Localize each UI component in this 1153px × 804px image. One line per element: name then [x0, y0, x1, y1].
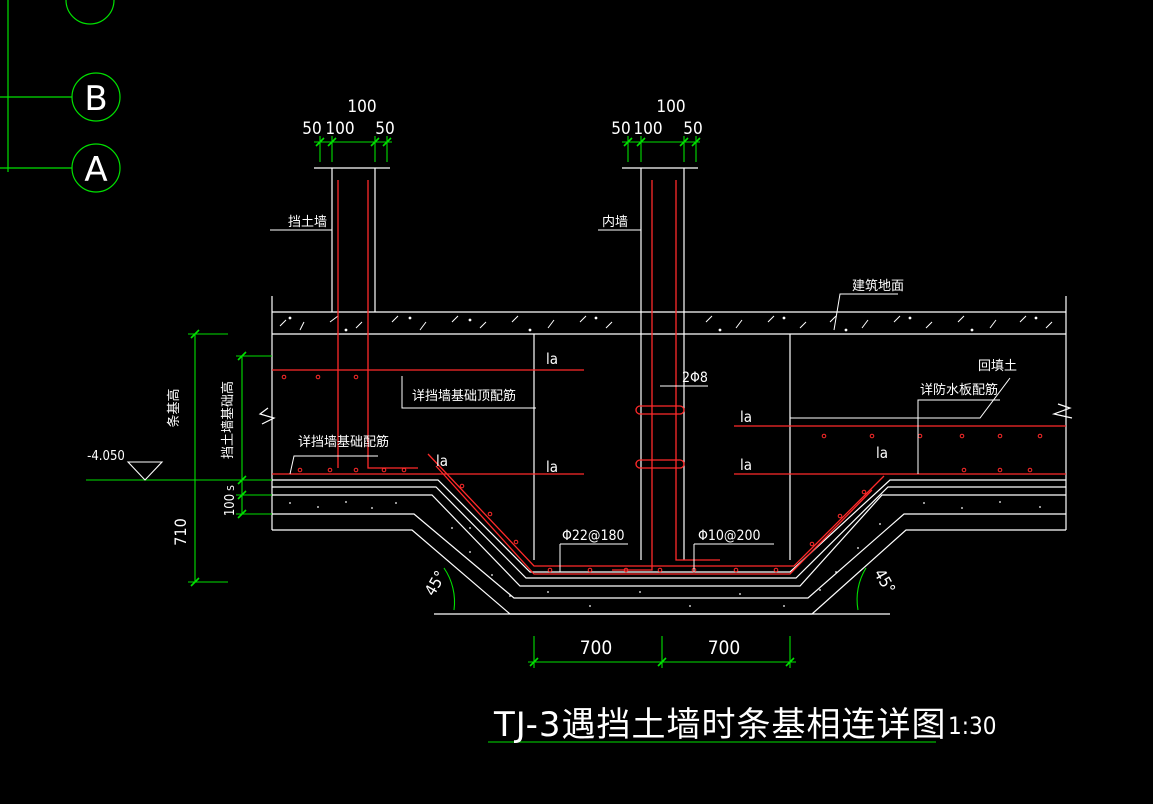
- angle-left: 45°: [421, 567, 450, 599]
- dimension-ticks: [190, 137, 795, 667]
- label-retaining-wall: 挡土墙: [288, 215, 327, 230]
- label-la-4: la: [740, 408, 752, 426]
- dim-right-total: 100: [656, 97, 685, 117]
- concrete-outline: [258, 167, 1073, 615]
- dim-s: S: [226, 485, 237, 491]
- label-phi22: Φ22@180: [562, 528, 625, 544]
- dim-left-total: 100: [347, 97, 376, 117]
- dim-wall-base-height: 挡土墙基础高: [220, 381, 236, 459]
- dim-left-part-2: 100: [325, 119, 354, 139]
- dim-tiao-height: 条基高: [166, 388, 182, 427]
- slab-hatch: [279, 315, 1053, 332]
- level-value: -4.050: [87, 449, 125, 464]
- grid-axes: [0, 0, 121, 193]
- grid-bubble-a: [71, 143, 121, 193]
- label-la-3: la: [436, 452, 448, 470]
- label-ground: 建筑地面: [852, 278, 904, 294]
- label-wall-base-rebar: 详挡墙基础配筋: [298, 434, 389, 450]
- dim-710: 710: [171, 518, 190, 545]
- dim-right-part-3: 50: [683, 119, 702, 139]
- label-la-5: la: [740, 456, 752, 474]
- rebar-lines: [272, 180, 1066, 575]
- dim-bottom-right: 700: [708, 637, 741, 659]
- label-backfill: 回填土: [978, 359, 1017, 374]
- label-2phi8: 2Φ8: [682, 370, 708, 386]
- dim-100: 100: [223, 494, 238, 516]
- foundation-hatch: [289, 501, 1041, 607]
- drawing-title: TJ-3遇挡土墙时条基相连详图: [493, 705, 946, 745]
- dim-bottom-left: 700: [580, 637, 613, 659]
- grid-bubble-b: [71, 72, 121, 122]
- label-wall-top-rebar: 详挡墙基础顶配筋: [412, 388, 516, 404]
- dim-left-part-3: 50: [375, 119, 394, 139]
- dim-right-part-2: 100: [633, 119, 662, 139]
- rebar-dots: [281, 374, 1043, 573]
- label-la-6: la: [876, 444, 888, 462]
- label-waterproof-rebar: 详防水板配筋: [920, 382, 998, 398]
- label-phi10: Φ10@200: [698, 528, 761, 544]
- dim-left-part-1: 50: [302, 119, 321, 139]
- label-la-1: la: [546, 350, 558, 368]
- dim-right-part-1: 50: [611, 119, 630, 139]
- leader-lines: [270, 229, 1011, 572]
- drawing-scale: 1:30: [948, 712, 996, 740]
- grid-label-b: B: [84, 79, 107, 119]
- level-triangle: [126, 461, 164, 481]
- label-inner-wall: 内墙: [602, 214, 628, 230]
- dimension-lines: [86, 136, 936, 743]
- grid-label-a: A: [84, 150, 107, 190]
- label-la-2: la: [546, 458, 558, 476]
- angle-right: 45°: [870, 565, 899, 597]
